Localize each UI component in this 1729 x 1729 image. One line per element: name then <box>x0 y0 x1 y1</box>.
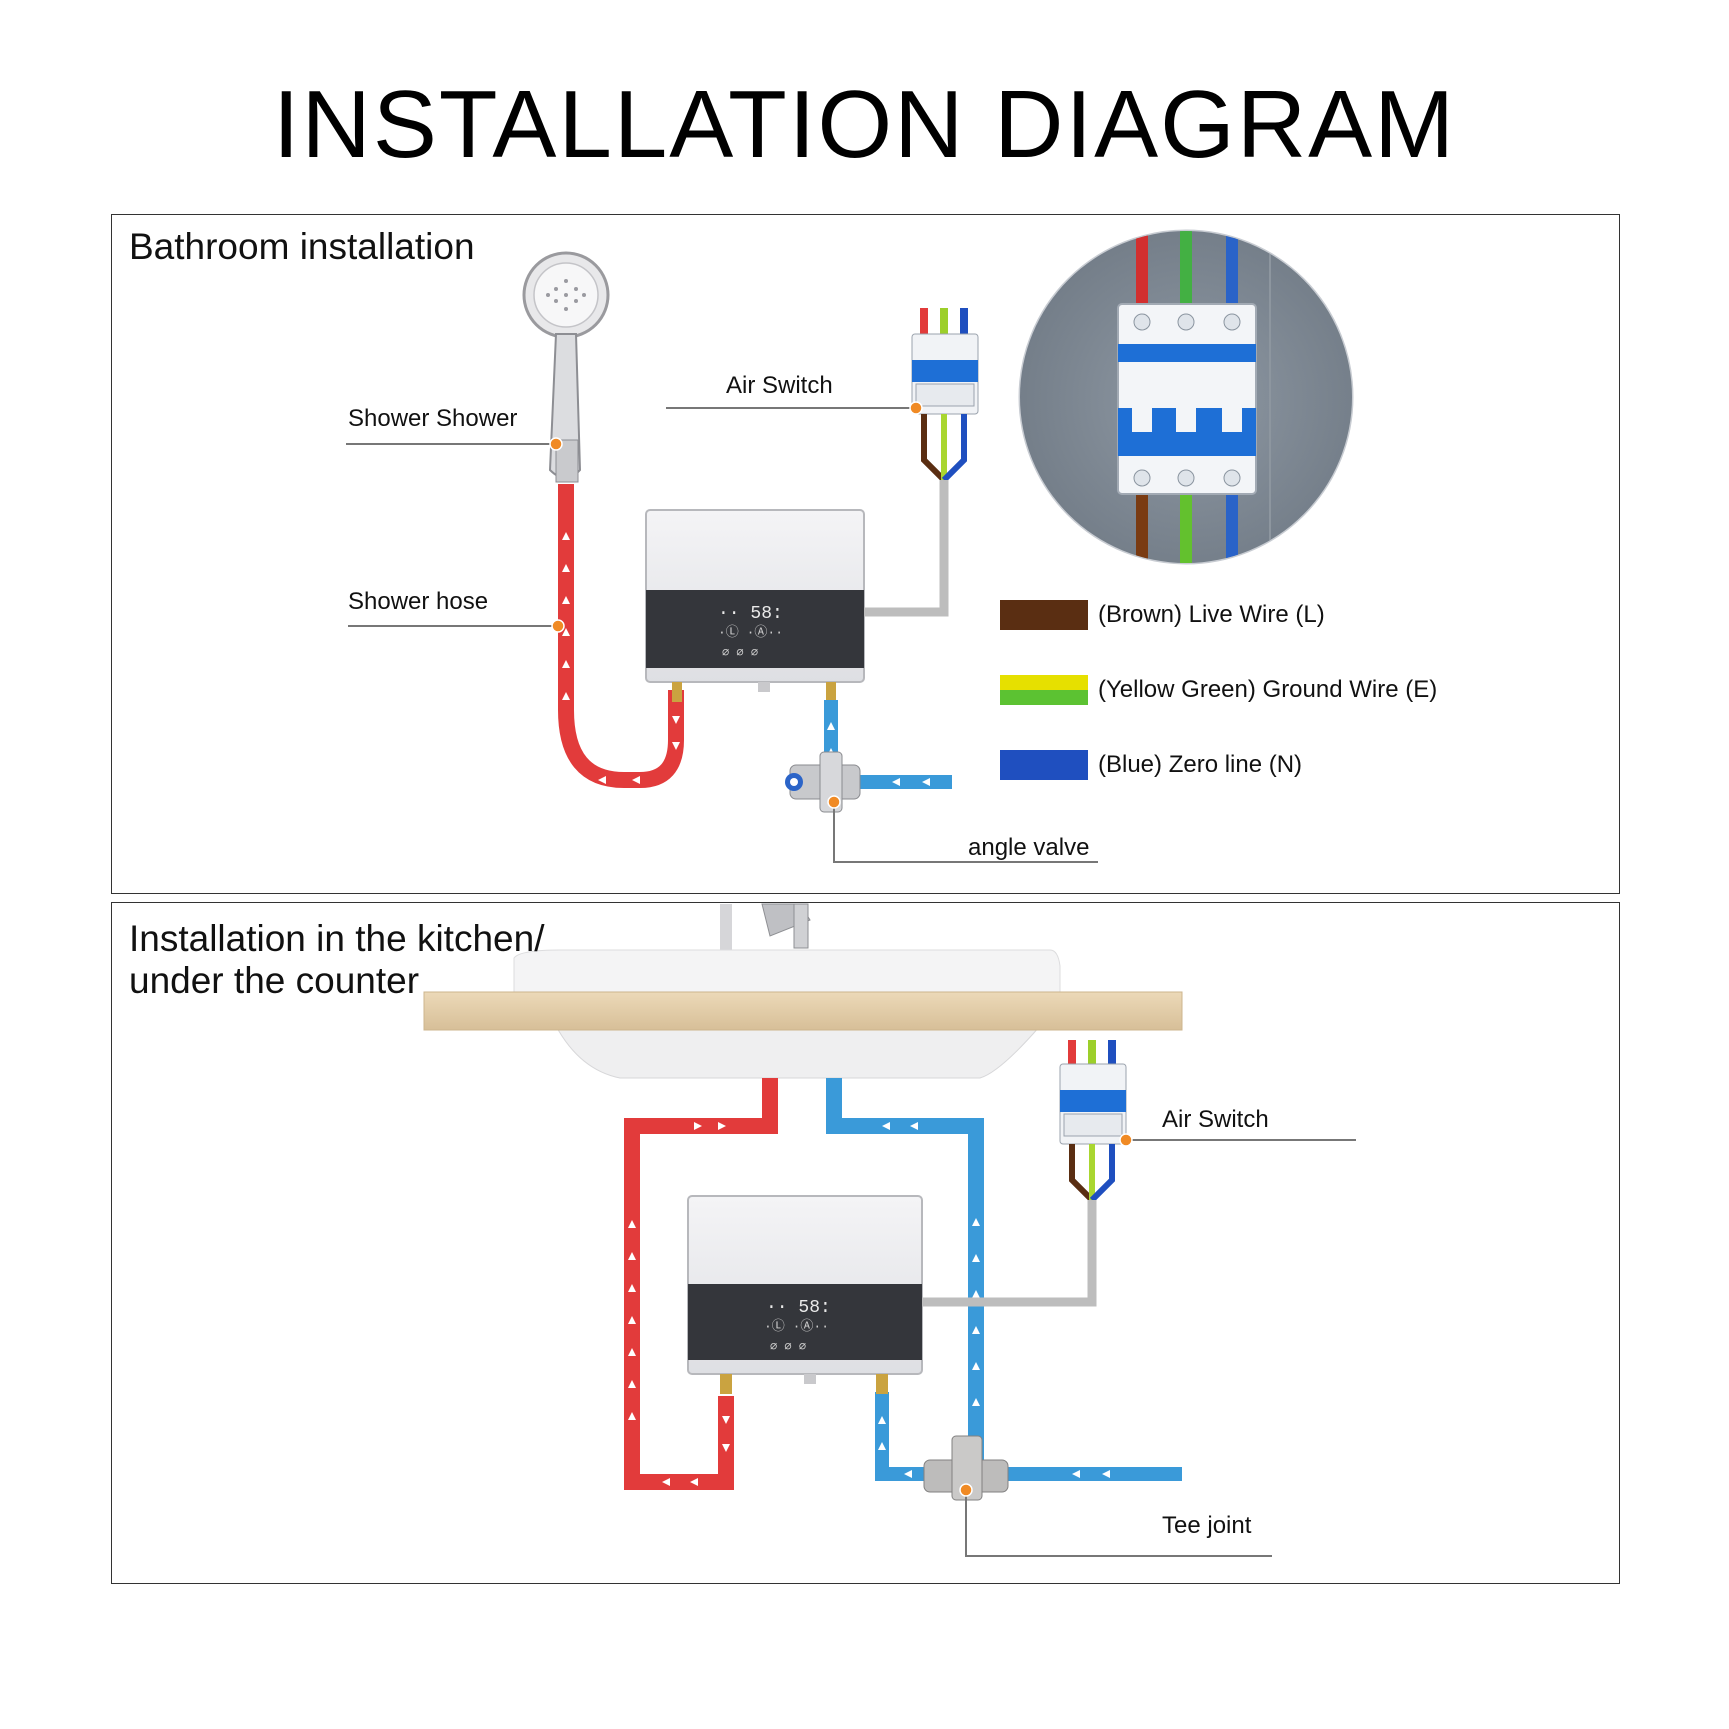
callout-air-switch-kitchen: Air Switch <box>1162 1106 1269 1133</box>
air-switch-breaker-icon <box>911 308 979 415</box>
legend-label-ground: (Yellow Green) Ground Wire (E) <box>1098 676 1438 703</box>
svg-text:·· 58:: ·· 58: <box>718 604 783 624</box>
legend-label-zero: (Blue) Zero line (N) <box>1098 751 1303 778</box>
svg-text:·Ⓛ ·Ⓐ··: ·Ⓛ ·Ⓐ·· <box>718 625 783 640</box>
cold-water-pipe-kitchen <box>826 1078 1182 1481</box>
legend-swatch-brown <box>1000 600 1088 630</box>
water-heater-unit: ·· 58: ·Ⓛ ·Ⓐ·· ⌀ ⌀ ⌀ <box>645 509 865 692</box>
bathroom-panel-title: Bathroom installation <box>129 226 475 267</box>
svg-text:⌀ ⌀ ⌀: ⌀ ⌀ ⌀ <box>722 646 758 660</box>
kitchen-panel-title-line2: under the counter <box>129 960 420 1001</box>
countertop <box>423 991 1183 1031</box>
sink-basin-icon <box>513 949 1061 1079</box>
legend-label-live: (Brown) Live Wire (L) <box>1098 601 1325 628</box>
callout-angle-valve: angle valve <box>968 834 1090 861</box>
wire-bundle-bathroom <box>921 414 967 483</box>
water-heater-unit-kitchen: ·· 58: ·Ⓛ ·Ⓐ·· ⌀ ⌀ ⌀ <box>687 1195 923 1384</box>
tee-joint-icon <box>923 1435 1009 1501</box>
angle-valve-icon <box>785 751 861 813</box>
callout-tee-joint: Tee joint <box>1162 1512 1252 1539</box>
hot-water-pipe-kitchen <box>624 1078 778 1490</box>
callout-shower: Shower Shower <box>348 405 518 432</box>
shower-hose-pipe <box>558 484 684 788</box>
power-cable-bathroom <box>864 480 949 617</box>
power-cable-kitchen <box>922 1200 1097 1307</box>
callout-air-switch: Air Switch <box>726 372 833 399</box>
kitchen-panel-title-line1: Installation in the kitchen/ <box>129 918 545 959</box>
breaker-closeup-photo <box>1018 229 1354 565</box>
legend-swatch-blue <box>1000 750 1088 780</box>
wire-bundle-kitchen <box>1069 1144 1115 1203</box>
page-title: INSTALLATION DIAGRAM <box>272 71 1457 178</box>
legend-swatch-yellow-green <box>1000 675 1088 705</box>
svg-text:·· 58:: ·· 58: <box>766 1298 831 1318</box>
shower-head-icon <box>522 251 610 483</box>
svg-text:·Ⓛ ·Ⓐ··: ·Ⓛ ·Ⓐ·· <box>764 1319 829 1334</box>
air-switch-breaker-icon-kitchen <box>1059 1040 1127 1145</box>
callout-shower-hose: Shower hose <box>348 588 489 615</box>
kitchen-faucet-icon <box>720 903 811 950</box>
svg-text:⌀ ⌀ ⌀: ⌀ ⌀ ⌀ <box>770 1340 806 1354</box>
